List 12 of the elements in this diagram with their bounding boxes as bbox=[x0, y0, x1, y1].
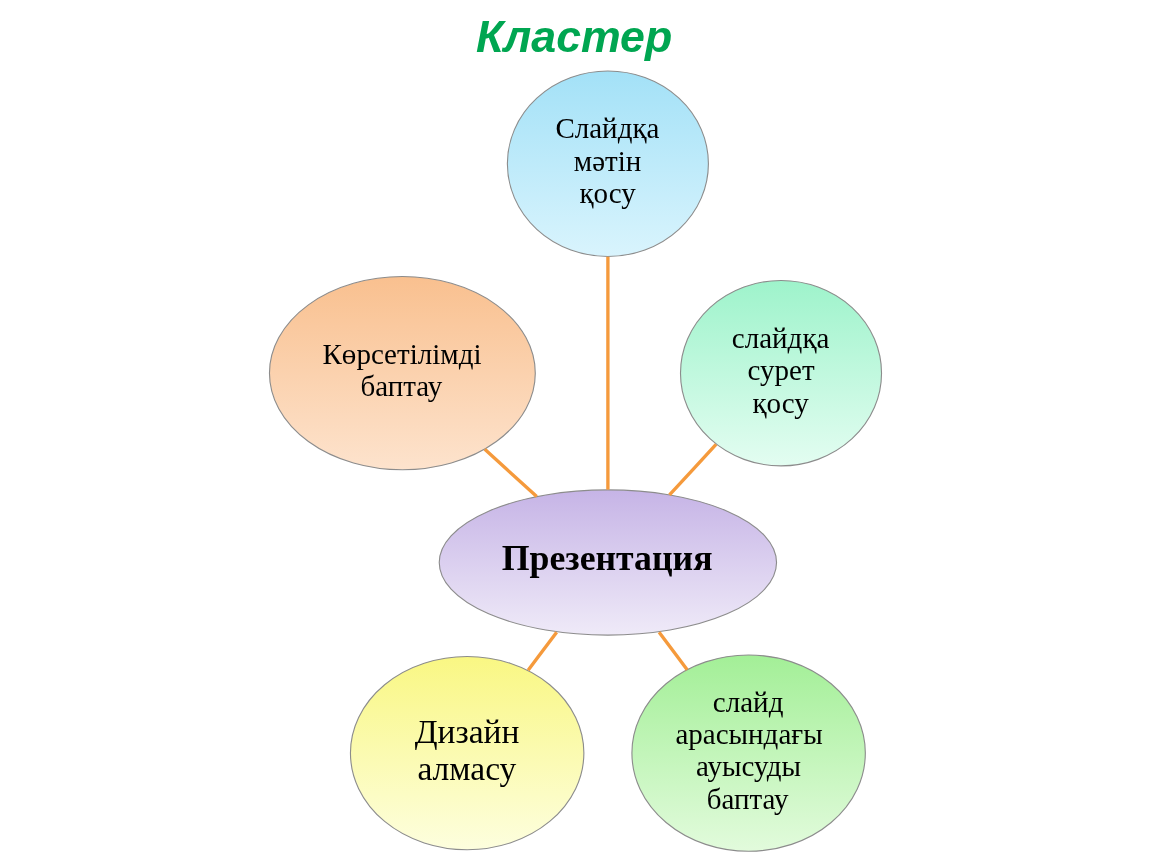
diagram-title: Кластер bbox=[475, 12, 672, 62]
node-circle: Слайдқа мәтін қосу bbox=[506, 70, 709, 257]
node-ellipse: Презентация bbox=[438, 489, 777, 636]
node-ellipse: Дизайн алмасу bbox=[349, 655, 584, 851]
node-ellipse: Көрсетілімді баптау bbox=[268, 276, 536, 471]
connector bbox=[605, 256, 610, 490]
connector bbox=[526, 631, 558, 672]
connector bbox=[483, 448, 538, 498]
node-circle: слайдқа сурет қосу bbox=[679, 279, 882, 467]
connector bbox=[657, 631, 688, 671]
node-ellipse: слайд арасындағы ауысуды баптау bbox=[630, 654, 866, 852]
connector bbox=[667, 443, 717, 496]
